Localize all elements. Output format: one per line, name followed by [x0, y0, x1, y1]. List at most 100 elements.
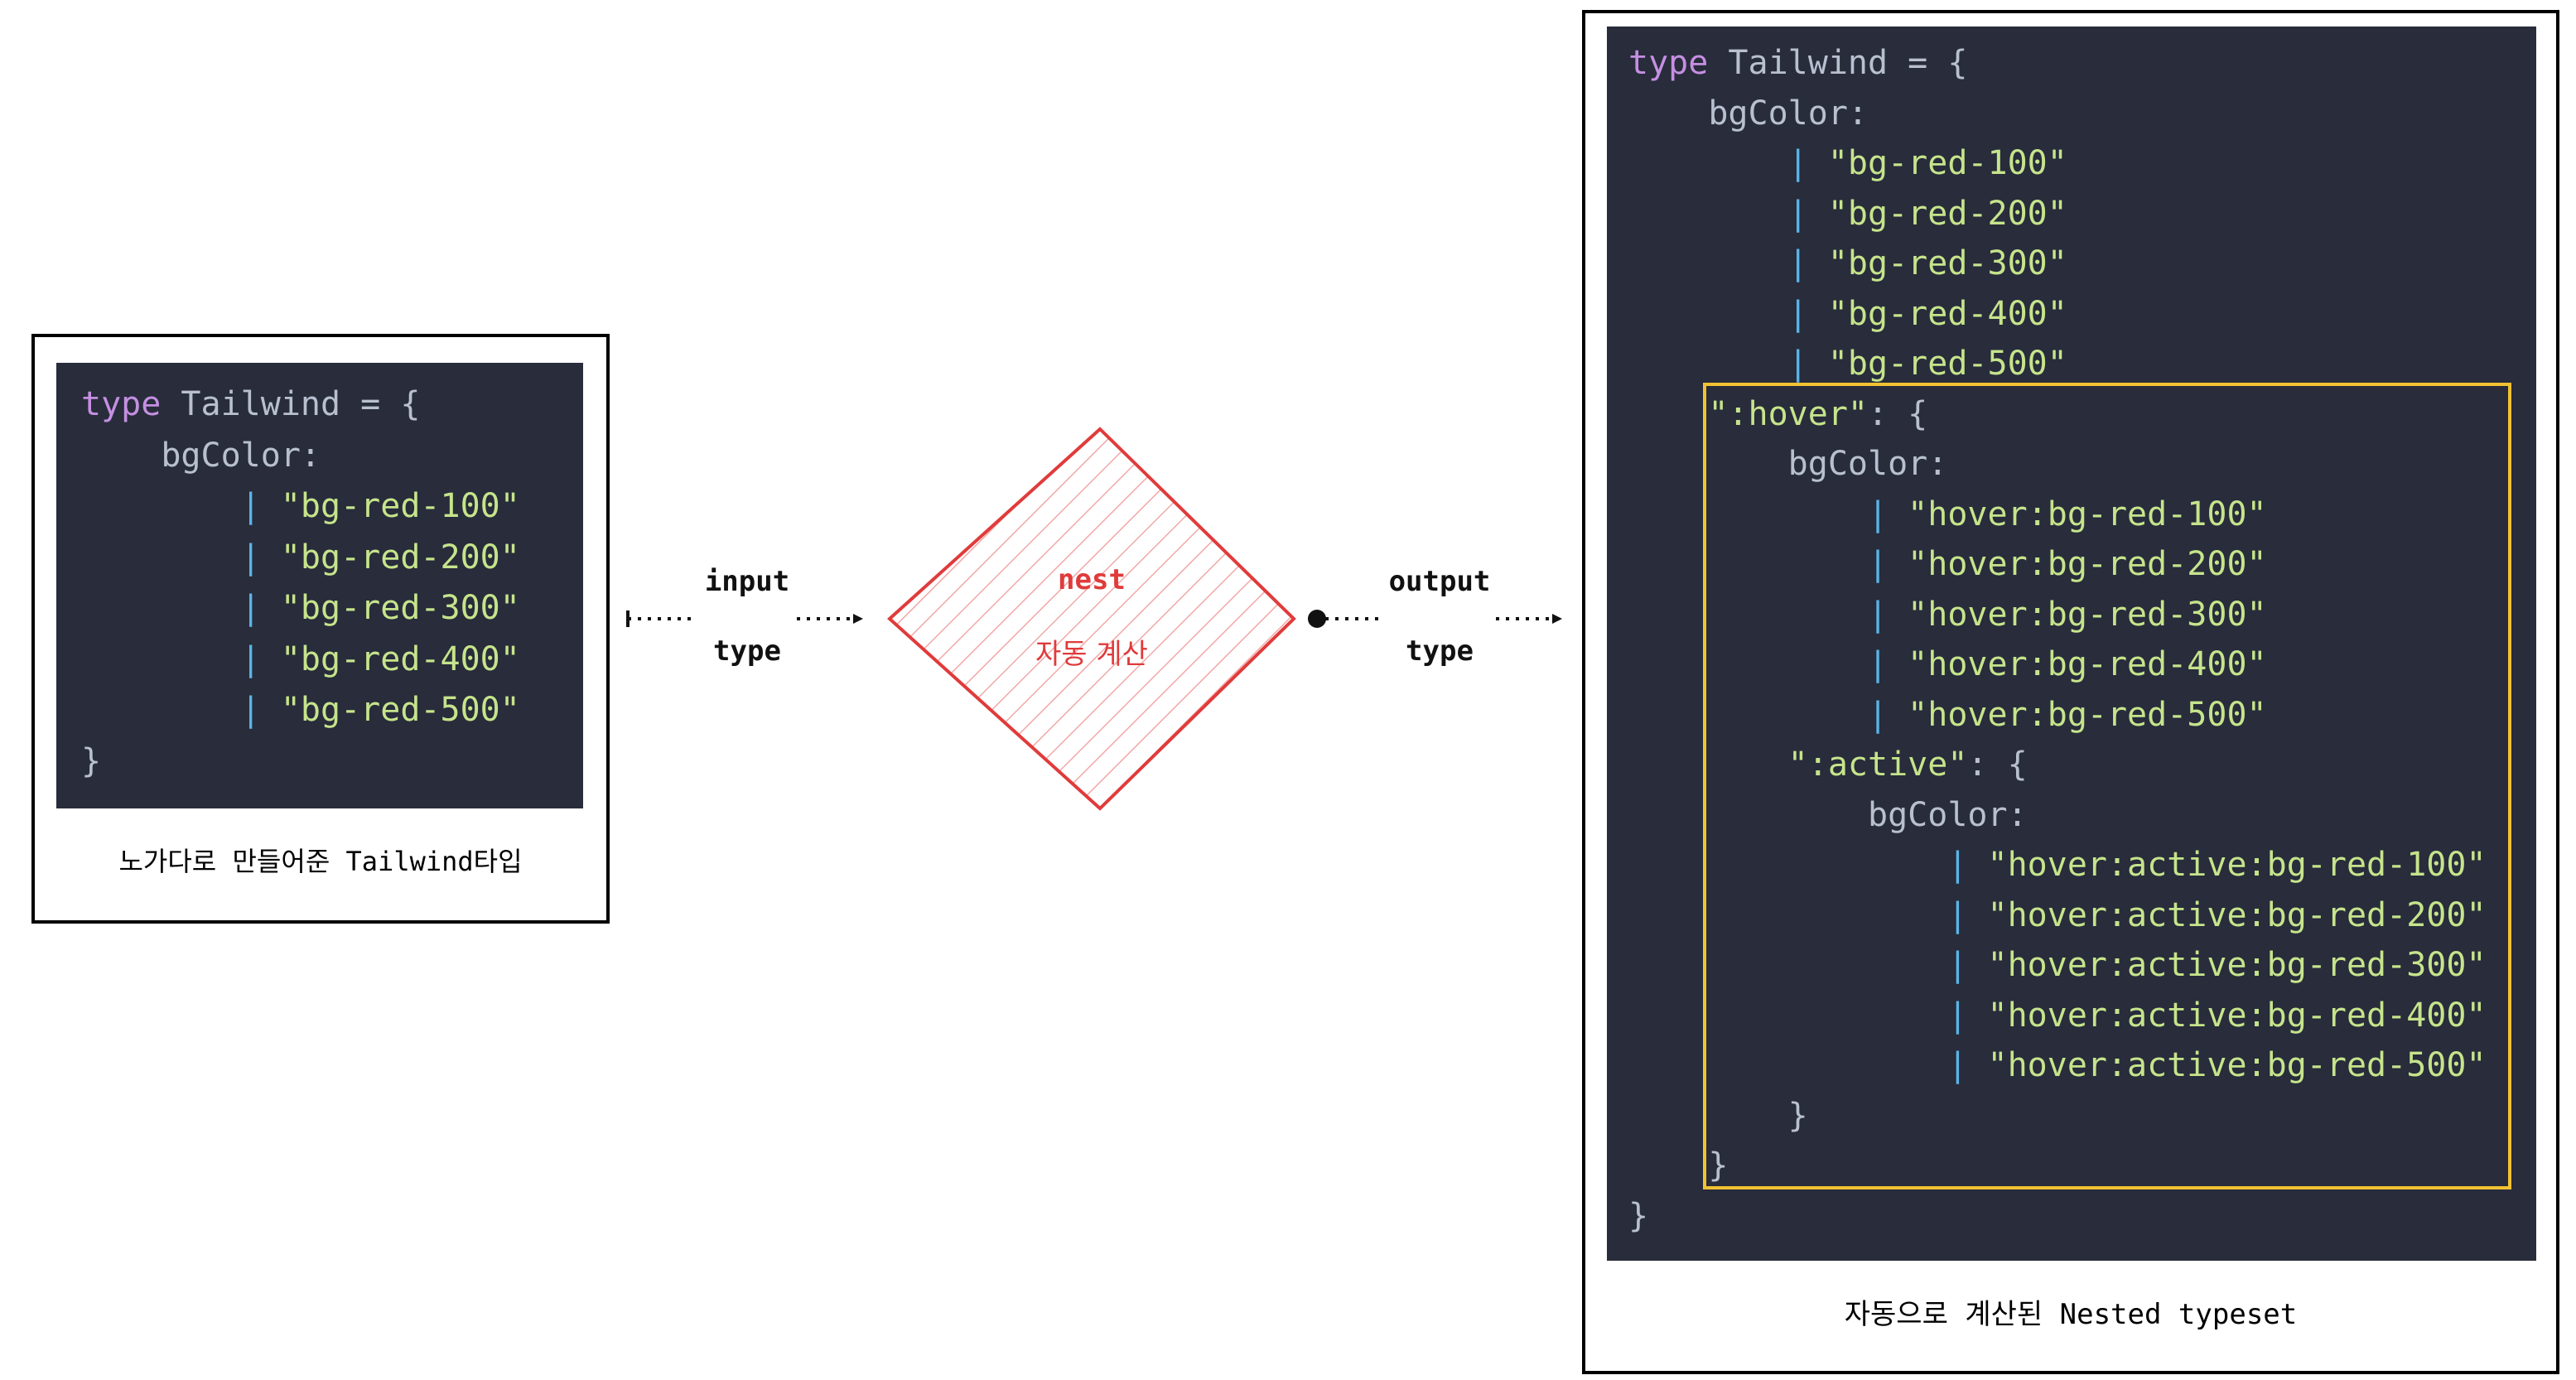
code-token-string: "bg-red-300": [280, 589, 520, 627]
code-token-pipe: |: [1628, 194, 1828, 233]
output-arrow: [1308, 610, 1562, 628]
manual-tailwind-code-panel: type Tailwind = { bgColor: | "bg-red-100…: [56, 363, 583, 808]
code-token-string: "hover:bg-red-200": [1908, 545, 2267, 583]
code-token-pipe: |: [1628, 595, 1908, 634]
right_box-code-line: | "bg-red-300": [1628, 239, 2067, 289]
code-token-string: ":active": [1628, 745, 1968, 784]
code-token-keyword: type: [81, 385, 162, 423]
right_box-code-line: | "hover:active:bg-red-400": [1628, 991, 2487, 1041]
left_box-code-line: | "bg-red-300": [81, 583, 520, 635]
code-token-string: "hover:bg-red-100": [1908, 495, 2267, 533]
right_box-code-line: | "bg-red-100": [1628, 138, 2067, 189]
code-token-string: "bg-red-500": [1827, 345, 2067, 383]
code-token-keyword: type: [1628, 44, 1709, 82]
code-token-pipe: |: [1628, 946, 1988, 984]
right_box-code-line: | "hover:bg-red-100": [1628, 490, 2267, 540]
nested-typeset-code-panel: type Tailwind = { bgColor: | "bg-red-100…: [1607, 27, 2536, 1261]
code-token-string: ":hover": [1628, 394, 1868, 433]
nest-node-subtitle: 자동 계산: [1035, 638, 1148, 671]
code-token-plain: Tailwind = {: [1708, 44, 1968, 82]
code-token-pipe: |: [81, 639, 281, 678]
code-token-plain: : {: [1867, 394, 1928, 433]
code-token-plain: }: [1628, 1096, 1808, 1135]
code-token-pipe: |: [81, 538, 281, 577]
code-token-string: "bg-red-100": [1827, 144, 2067, 182]
code-token-string: "bg-red-500": [280, 691, 520, 729]
output-arrow-bottom-label: type: [1406, 635, 1474, 668]
right_box-code-line: bgColor:: [1628, 439, 1948, 490]
left_box-code-line: | "bg-red-500": [81, 685, 520, 736]
right_box-code-line: | "hover:active:bg-red-300": [1628, 940, 2487, 991]
code-token-plain: Tailwind = {: [161, 385, 421, 423]
code-token-string: "bg-red-400": [280, 639, 520, 678]
code-token-plain: : {: [1967, 745, 2028, 784]
input-arrow-top-label: input: [704, 565, 790, 598]
input-arrow: [626, 610, 863, 627]
code-token-string: "bg-red-100": [280, 487, 520, 525]
right_box-code-line: | "hover:active:bg-red-200": [1628, 890, 2487, 941]
code-token-string: "hover:bg-red-500": [1908, 695, 2267, 734]
code-token-pipe: |: [81, 487, 281, 525]
code-token-pipe: |: [1628, 695, 1908, 734]
code-token-string: "hover:active:bg-red-500": [1987, 1046, 2487, 1084]
right_box-code-line: }: [1628, 1091, 1808, 1141]
left_box-code-line: | "bg-red-100": [81, 481, 520, 533]
left_box-code-line: | "bg-red-400": [81, 635, 520, 686]
right_box-code-line: | "hover:active:bg-red-500": [1628, 1040, 2487, 1091]
code-token-string: "hover:active:bg-red-400": [1987, 996, 2487, 1035]
code-token-pipe: |: [1628, 895, 1988, 934]
right_box-code-line: | "bg-red-200": [1628, 189, 2067, 239]
nested-pseudo-class-highlight: [1703, 383, 2511, 1189]
code-token-plain: }: [1628, 1196, 1649, 1235]
code-token-string: "bg-red-200": [1827, 194, 2067, 233]
right_box-code-line: | "bg-red-500": [1628, 339, 2067, 389]
right_box-code-line: | "hover:bg-red-400": [1628, 639, 2267, 690]
code-token-plain: bgColor:: [81, 436, 321, 475]
code-token-plain: }: [1628, 1146, 1729, 1185]
code-token-pipe: |: [1628, 1046, 1988, 1084]
code-token-string: "hover:bg-red-400": [1908, 645, 2267, 683]
right_box-code-line: }: [1628, 1191, 1648, 1242]
left_box-code-line: }: [81, 736, 101, 788]
code-token-pipe: |: [1628, 545, 1908, 583]
nested-typeset-caption: 자동으로 계산된 Nested typeset: [1844, 1298, 2298, 1331]
right_box-code-line: ":active": {: [1628, 740, 2028, 790]
right_box-code-line: | "hover:bg-red-500": [1628, 690, 2267, 741]
code-token-pipe: |: [1628, 294, 1828, 333]
nest-diamond: [887, 427, 1296, 811]
code-token-pipe: |: [1628, 996, 1988, 1035]
code-token-pipe: |: [1628, 144, 1828, 182]
left_box-code-line: bgColor:: [81, 431, 321, 482]
left_box-code-line: | "bg-red-200": [81, 533, 520, 584]
code-token-pipe: |: [81, 691, 281, 729]
manual-tailwind-caption: 노가다로 만들어준 Tailwind타입: [118, 846, 523, 877]
right_box-code-line: ":hover": {: [1628, 389, 1927, 440]
right_box-code-line: | "bg-red-400": [1628, 289, 2067, 340]
code-token-plain: bgColor:: [1628, 94, 1868, 133]
code-token-string: "hover:active:bg-red-100": [1987, 846, 2487, 884]
left_box-code-line: type Tailwind = {: [81, 379, 420, 431]
code-token-plain: bgColor:: [1628, 445, 1948, 483]
code-token-string: "hover:active:bg-red-300": [1987, 946, 2487, 984]
output-arrow-top-label: output: [1388, 565, 1491, 598]
right_box-code-line: bgColor:: [1628, 89, 1868, 139]
code-token-string: "hover:active:bg-red-200": [1987, 895, 2487, 934]
right_box-code-line: | "hover:bg-red-300": [1628, 590, 2267, 640]
right_box-code-line: }: [1628, 1141, 1728, 1191]
code-token-pipe: |: [81, 589, 281, 627]
right_box-code-line: type Tailwind = {: [1628, 38, 1967, 89]
code-token-string: "bg-red-300": [1827, 244, 2067, 282]
code-token-string: "bg-red-400": [1827, 294, 2067, 333]
code-token-pipe: |: [1628, 345, 1828, 383]
code-token-plain: bgColor:: [1628, 795, 2028, 834]
right_box-code-line: | "hover:active:bg-red-100": [1628, 840, 2487, 890]
nest-node-title: nest: [1058, 563, 1126, 596]
right_box-code-line: bgColor:: [1628, 790, 2028, 841]
code-token-pipe: |: [1628, 846, 1988, 884]
right_box-code-line: | "hover:bg-red-200": [1628, 539, 2267, 590]
code-token-pipe: |: [1628, 645, 1908, 683]
input-arrow-bottom-label: type: [713, 635, 781, 668]
code-token-plain: }: [81, 741, 102, 780]
code-token-pipe: |: [1628, 244, 1828, 282]
